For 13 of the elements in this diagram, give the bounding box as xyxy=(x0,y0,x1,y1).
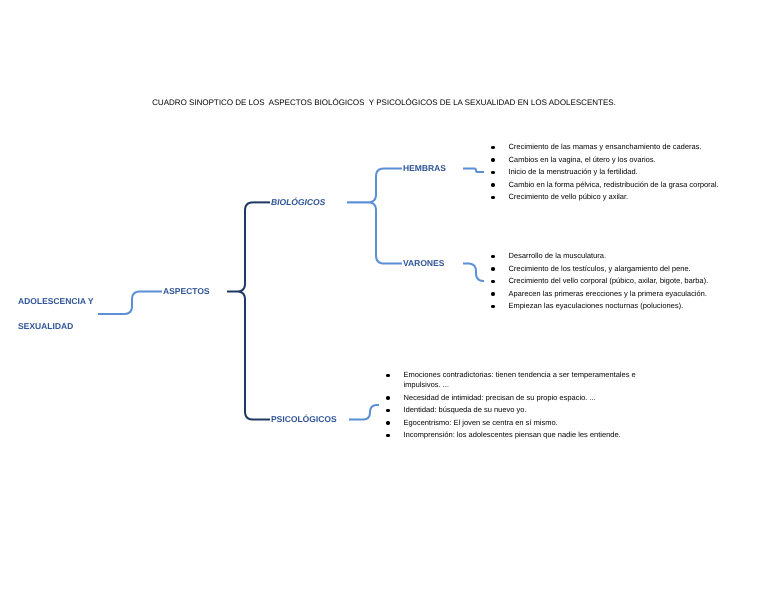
title: CUADRO SINOPTICO DE LOS ASPECTOS BIOLÓGICOS Y PSICOLÓGICOS DE LA SEXUALIDAD EN LOS ADOLESCENTES. xyxy=(151,97,617,109)
topic-label: ADOLESCENCIA Y SEXUALIDAD xyxy=(18,295,94,333)
category-label: HEMBRAS xyxy=(403,162,447,175)
category-label: VARONES xyxy=(403,257,446,270)
brace-line xyxy=(227,290,270,420)
brace-line xyxy=(347,201,402,264)
brace-line xyxy=(463,262,485,282)
category-label: PSICOLÓGICOS xyxy=(271,413,338,426)
category-label: BIOLÓGICOS xyxy=(271,196,326,209)
brace-line xyxy=(98,290,162,315)
brace-line xyxy=(349,404,379,420)
brace-line xyxy=(463,168,484,173)
category-label: ASPECTOS xyxy=(163,285,211,298)
